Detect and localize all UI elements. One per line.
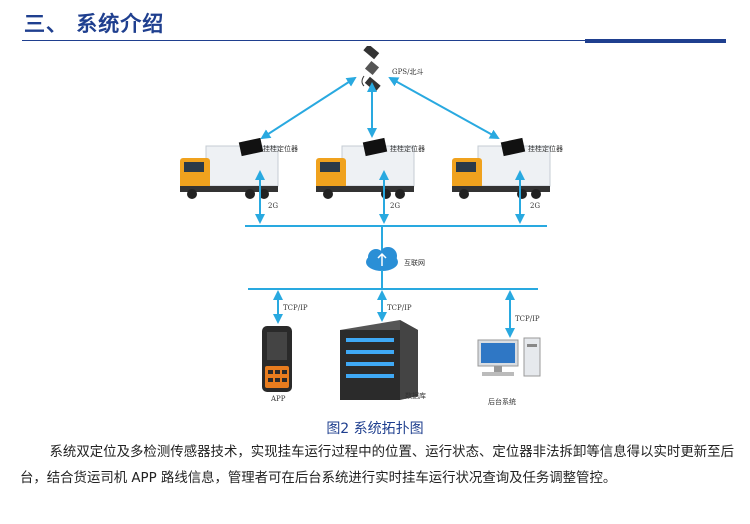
section-header: 三、 系统介绍 <box>0 0 750 46</box>
cloud-icon <box>366 247 398 271</box>
cloud-label: 互联网 <box>404 258 425 267</box>
server-label: 数据库 <box>405 391 426 400</box>
truck-left <box>180 137 279 199</box>
header-rule-accent <box>585 39 726 43</box>
2g-label-left: 2G <box>268 202 278 210</box>
truck-right <box>452 137 551 199</box>
backend-computer-icon <box>477 337 541 377</box>
tracker-label-right: 挂桂定位器 <box>528 144 563 153</box>
header-rule <box>22 40 726 41</box>
figure-caption: 图2 系统拓扑图 <box>326 421 424 437</box>
tracker-label-center: 挂桂定位器 <box>390 144 425 153</box>
section-title: 三、 系统介绍 <box>24 12 165 36</box>
sat-link-left <box>260 76 357 140</box>
handheld-device-icon <box>262 326 292 392</box>
description-paragraph: 系统双定位及多检测传感器技术，实现挂车运行过程中的位置、运行状态、定位器非法拆卸… <box>20 445 734 486</box>
topology-diagram: GPS/北斗 挂桂定位器 挂桂定位器 挂桂定位器 2G <box>180 46 563 406</box>
tcp-label-app: TCP/IP <box>283 304 308 312</box>
app-label: APP <box>270 395 286 403</box>
tcp-label-server: TCP/IP <box>387 304 412 312</box>
sat-link-right <box>388 77 500 139</box>
2g-label-right: 2G <box>530 202 540 210</box>
2g-label-center: 2G <box>390 202 400 210</box>
backend-label: 后台系统 <box>488 397 516 406</box>
tcp-label-backend: TCP/IP <box>515 315 540 323</box>
satellite-label: GPS/北斗 <box>392 68 423 76</box>
server-icon <box>340 320 418 400</box>
tracker-label-left: 挂桂定位器 <box>263 144 298 153</box>
